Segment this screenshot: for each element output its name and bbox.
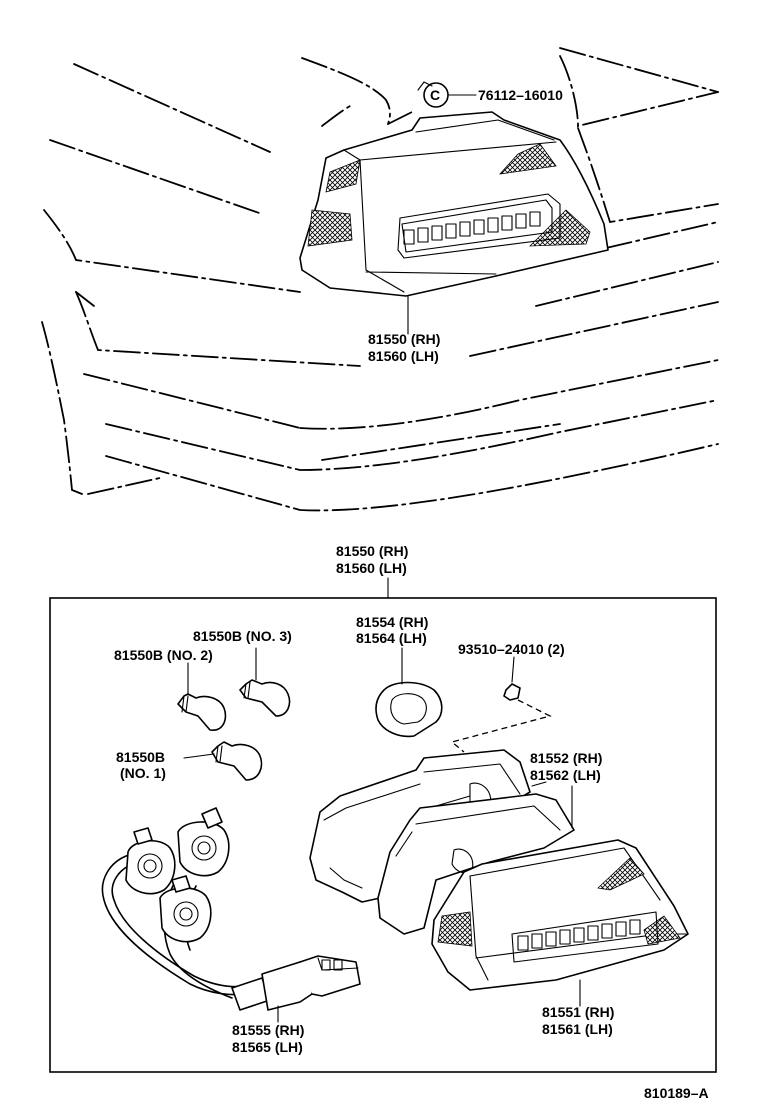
callout-lamp-assy-top-lh: 81560 (LH): [368, 348, 439, 364]
callout-bulb-no2: 81550B (NO. 2): [114, 647, 213, 663]
callout-socket-wire-lh: 81565 (LH): [232, 1039, 303, 1055]
callout-grommet-lh: 81564 (LH): [356, 630, 427, 646]
callout-housing-rh: 81552 (RH): [530, 750, 602, 766]
callout-housing-lh: 81562 (LH): [530, 767, 601, 783]
callout-lamp-assy-box-lh: 81560 (LH): [336, 560, 407, 576]
vehicle-body-outline: [41, 47, 719, 512]
callout-bulb-no1-part: 81550B: [116, 749, 165, 765]
callout-lamp-assy-box-rh: 81550 (RH): [336, 543, 408, 559]
callout-bulb-no1-note: (NO. 1): [120, 765, 166, 781]
grommet-part: [375, 647, 443, 738]
callout-bulb-no3: 81550B (NO. 3): [193, 628, 292, 644]
callout-nut: 93510–24010 (2): [458, 641, 565, 657]
lens-part: [431, 839, 689, 1007]
callout-grommet-rh: 81554 (RH): [356, 614, 428, 630]
bulb-no2: [177, 662, 227, 731]
callout-lens-lh: 81561 (LH): [542, 1021, 613, 1037]
bulb-no3: [239, 647, 291, 717]
diagram-id: 810189–A: [644, 1085, 709, 1101]
nut-part: [450, 656, 552, 753]
socket-wire-part: [101, 807, 361, 1023]
clip-part: C: [417, 81, 477, 108]
callout-lens-rh: 81551 (RH): [542, 1004, 614, 1020]
svg-text:C: C: [430, 87, 440, 103]
callout-lamp-assy-top-rh: 81550 (RH): [368, 331, 440, 347]
callout-socket-wire-rh: 81555 (RH): [232, 1022, 304, 1038]
bulb-no1: [183, 741, 263, 781]
exploded-parts-frame: [49, 597, 717, 1073]
callout-clip: 76112–16010: [478, 87, 563, 103]
gasket-frame: [377, 785, 575, 935]
tail-lamp-installed: [299, 111, 609, 335]
